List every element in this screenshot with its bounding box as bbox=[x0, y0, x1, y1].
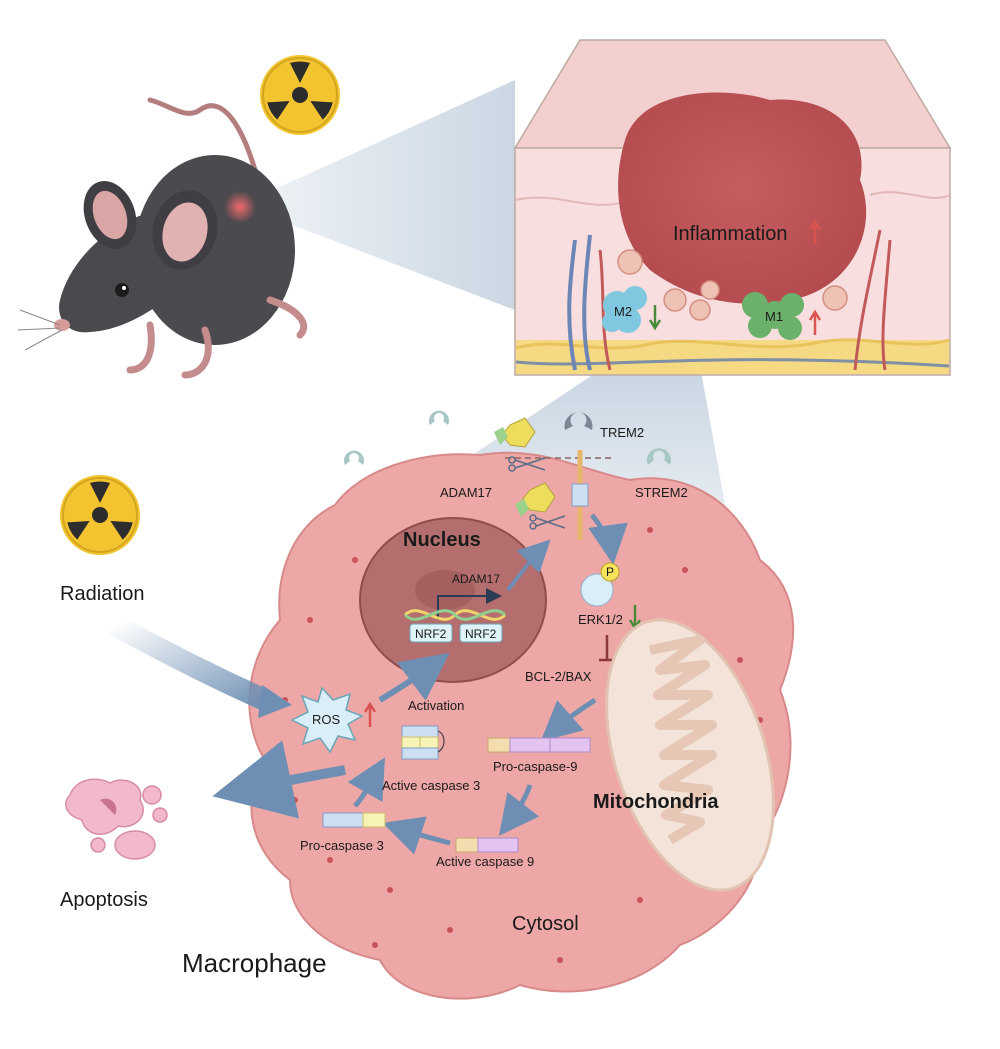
m1-cell-cluster bbox=[742, 292, 804, 340]
immune-cells bbox=[617, 249, 848, 321]
radiation-hazard-icon bbox=[260, 55, 340, 135]
wound-icon bbox=[618, 92, 867, 304]
radiation-hazard-icon bbox=[60, 475, 140, 555]
pro-caspase9-icon bbox=[487, 737, 591, 753]
macrophage-label: Macrophage bbox=[182, 948, 327, 978]
zoom-beam-mouse bbox=[240, 80, 515, 310]
nucleus-label: Nucleus bbox=[403, 529, 481, 551]
nrf2-label-b: NRF2 bbox=[465, 627, 497, 641]
up-arrow-icon bbox=[808, 219, 822, 245]
apoptotic-bodies-icon bbox=[65, 778, 168, 860]
ros-burst-icon bbox=[290, 686, 364, 754]
inflammation-label: Inflammation bbox=[673, 223, 788, 245]
activation-label: Activation bbox=[408, 698, 464, 713]
down-arrow-icon bbox=[648, 305, 662, 331]
up-arrow-icon bbox=[363, 701, 377, 727]
mitochondria-label: Mitochondria bbox=[593, 791, 719, 813]
m2-cell-cluster bbox=[602, 286, 647, 333]
active-caspase9-label: Active caspase 9 bbox=[436, 854, 534, 869]
cytosol-label: Cytosol bbox=[512, 913, 579, 935]
phospho-label: P bbox=[606, 565, 614, 579]
dna-helix-icon bbox=[403, 609, 507, 621]
pro-caspase3-label: Pro-caspase 3 bbox=[300, 838, 384, 853]
m1-label: M1 bbox=[765, 309, 783, 324]
apoptosis-label: Apoptosis bbox=[60, 889, 148, 911]
active-caspase3-icon bbox=[401, 725, 445, 760]
bcl2bax-label: BCL-2/BAX bbox=[525, 669, 592, 684]
trem2-label: TREM2 bbox=[600, 425, 644, 440]
strem2-fragment-icon bbox=[647, 448, 671, 465]
radiation-label: Radiation bbox=[60, 583, 145, 605]
mouse-illustration bbox=[17, 97, 308, 379]
trem2-receptor-icon bbox=[564, 412, 593, 430]
scissors-icon bbox=[508, 456, 566, 530]
mitochondria bbox=[605, 618, 775, 892]
active-caspase3-label: Active caspase 3 bbox=[382, 778, 480, 793]
radiation-flow-arrow bbox=[104, 614, 276, 711]
erk-label: ERK1/2 bbox=[578, 612, 623, 627]
m2-label: M2 bbox=[614, 304, 632, 319]
tissue-panel: Inflammation M2 M1 bbox=[513, 39, 952, 376]
active-caspase9-icon bbox=[455, 837, 519, 853]
ros-label: ROS bbox=[312, 712, 341, 727]
pro-caspase9-label: Pro-caspase-9 bbox=[493, 759, 578, 774]
strem2-label: STREM2 bbox=[635, 485, 688, 500]
pro-caspase3-icon bbox=[322, 812, 386, 828]
adam17-gene-label: ADAM17 bbox=[452, 572, 500, 586]
adam17-membrane-label: ADAM17 bbox=[440, 485, 492, 500]
up-arrow-icon bbox=[808, 309, 822, 335]
adam17-protein-icon bbox=[494, 417, 556, 517]
nrf2-label-a: NRF2 bbox=[415, 627, 447, 641]
